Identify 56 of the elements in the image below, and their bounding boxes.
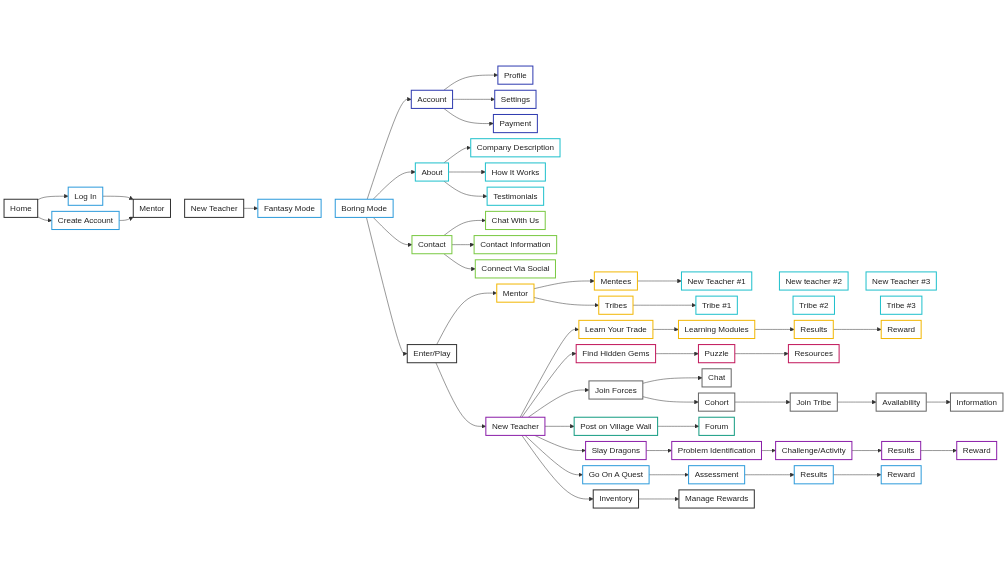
node-box: Settings <box>494 89 537 109</box>
node-box: Contact Information <box>473 235 558 255</box>
node-box: Availability <box>875 392 927 412</box>
node-box: Log In <box>67 186 104 206</box>
node-box: Post on Village Wall <box>573 416 659 436</box>
node-box: Problem Identification <box>671 440 762 461</box>
node-box: Results <box>793 465 834 485</box>
node-box: Create Account <box>51 210 120 230</box>
node-box: Go On A Quest <box>582 465 650 485</box>
node-box: New Teacher #1 <box>680 271 753 291</box>
node-box: Puzzle <box>697 344 736 364</box>
node-box: New Teacher <box>184 198 245 218</box>
node-box: Reward <box>880 465 922 485</box>
node-box: Tribe #3 <box>879 295 923 315</box>
node-box: Forum <box>698 416 735 436</box>
node-box: Company Description <box>470 138 561 158</box>
node-box: Tribes <box>598 295 634 315</box>
node-box: Join Tribe <box>789 392 838 412</box>
node-box: Boring Mode <box>334 198 394 218</box>
node-box: Mentees <box>593 271 638 291</box>
node-box: Slay Dragons <box>585 440 647 461</box>
node-box: New Teacher #3 <box>865 271 937 291</box>
node-box: Chat <box>701 368 732 388</box>
node-box: Join Forces <box>588 380 644 400</box>
node-box: Results <box>881 440 922 461</box>
node-box: Enter/Play <box>406 344 458 364</box>
node-box: Learn Your Trade <box>578 319 654 339</box>
node-box: Fantasy Mode <box>257 198 322 218</box>
node-box: Mentor <box>132 198 171 218</box>
node-box: Tribe #2 <box>792 295 835 315</box>
node-box: Results <box>793 319 834 339</box>
node-box: Testimonials <box>486 186 545 206</box>
node-box: Payment <box>492 113 538 134</box>
node-box: New Teacher <box>485 416 546 436</box>
node-box: Account <box>410 89 454 109</box>
node-box: Profile <box>497 65 534 85</box>
node-box: Cohort <box>697 392 736 412</box>
node-box: About <box>414 162 450 182</box>
node-box: Mentor <box>496 283 535 303</box>
node-box: Manage Rewards <box>678 489 755 509</box>
node-box: How It Works <box>484 162 546 182</box>
node-box: Connect Via Social <box>474 259 556 279</box>
node-box: Learning Modules <box>677 319 756 339</box>
node-box: Tribe #1 <box>695 295 738 315</box>
node-box: Assessment <box>688 465 746 485</box>
node-box: Find Hidden Gems <box>575 344 657 364</box>
node-box: Reward <box>880 319 922 339</box>
node-box: New teacher #2 <box>778 271 849 291</box>
node-box: Home <box>3 198 39 218</box>
node-box: Resources <box>787 344 840 364</box>
node-box: Information <box>949 392 1004 412</box>
node-box: Contact <box>411 235 453 255</box>
node-box: Chat With Us <box>485 210 546 230</box>
node-box: Reward <box>956 440 998 461</box>
node-box: Challenge/Activity <box>775 440 853 461</box>
node-box: Inventory <box>592 489 640 509</box>
